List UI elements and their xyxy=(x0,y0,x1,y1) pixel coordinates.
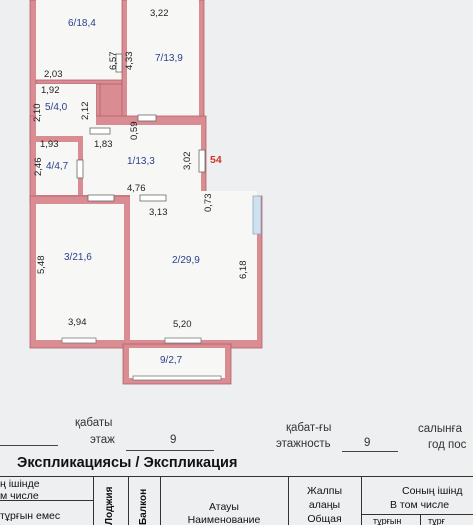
table-col-sep-1 xyxy=(93,476,94,525)
room-5-partition xyxy=(35,79,123,85)
table-col-sep-3 xyxy=(160,476,161,525)
underline-left xyxy=(0,445,58,446)
dim-193: 1,93 xyxy=(40,139,59,150)
table-sub-sep-right xyxy=(420,514,421,525)
dim-476: 4,76 xyxy=(127,183,146,194)
room-7-label: 7/13,9 xyxy=(155,53,183,64)
room-5-label: 5/4,0 xyxy=(45,102,68,113)
floors-label-ru: этажность xyxy=(276,438,331,450)
room-3-floor xyxy=(36,204,124,340)
dim-246: 2,46 xyxy=(33,157,44,177)
col-name-header-kz: Атауы xyxy=(209,501,239,513)
door-room-2 xyxy=(139,194,167,202)
floor-plan-drawing xyxy=(29,0,263,385)
dim-433: 4,33 xyxy=(124,51,135,71)
col-area-header-kz1: Жалпы xyxy=(306,485,342,497)
room-9-label: 9/2,7 xyxy=(160,355,183,366)
room-1-floor xyxy=(83,125,201,195)
floor-value: 9 xyxy=(170,434,177,446)
room-7-floor xyxy=(127,0,199,116)
dim-210: 2,10 xyxy=(32,103,43,123)
dim-520: 5,20 xyxy=(173,319,192,330)
built-label-kz: салынға xyxy=(418,423,463,435)
col-area-header-ru: Общая xyxy=(307,513,342,525)
door-room-4 xyxy=(76,159,84,179)
col-including-header-ru: В том числе xyxy=(390,499,450,511)
col-loggia-header: Лоджия xyxy=(104,486,115,525)
col-residential-sub1: тұрғын xyxy=(373,516,402,525)
explication-title: Экспликациясы / Экспликация xyxy=(17,455,238,471)
underline-floor xyxy=(126,450,214,451)
door-room-5 xyxy=(89,127,111,135)
window-blue-right xyxy=(252,195,262,235)
dim-073: 0,73 xyxy=(203,193,214,213)
window-room-2 xyxy=(164,337,202,344)
window-room-3 xyxy=(61,337,97,344)
table-col-sep-2 xyxy=(128,476,129,525)
dim-313: 3,13 xyxy=(149,207,168,218)
floors-value: 9 xyxy=(364,437,371,449)
dim-322: 3,22 xyxy=(150,8,169,19)
room-3-label: 3/21,6 xyxy=(64,252,92,263)
dim-203: 2,03 xyxy=(44,69,63,80)
room-6-label: 6/18,4 xyxy=(68,18,96,29)
floors-label-kz: қабат-ғы xyxy=(286,422,332,434)
dim-394: 3,94 xyxy=(68,317,87,328)
room-2-label: 2/29,9 xyxy=(172,255,200,266)
dim-657: 6,57 xyxy=(108,51,119,71)
room-5-lower-floor xyxy=(36,84,96,136)
room-2-floor xyxy=(130,191,257,340)
door-room-6 xyxy=(115,53,123,73)
floor-label-ru: этаж xyxy=(90,434,115,446)
table-sub-line-left xyxy=(0,500,93,501)
dim-059: 0,59 xyxy=(129,121,140,141)
dim-548: 5,48 xyxy=(36,255,47,275)
col-balcony-header: Балкон xyxy=(138,488,149,525)
built-label-ru: год пос xyxy=(428,439,467,451)
underline-floors xyxy=(342,451,398,452)
col-area-header-kz2: алаңы xyxy=(308,499,341,511)
door-entrance xyxy=(198,149,206,173)
room-1-label: 1/13,3 xyxy=(127,156,155,167)
dim-618: 6,18 xyxy=(238,260,249,280)
door-room-3 xyxy=(87,194,115,202)
col-residential-sub2: тұрғ xyxy=(428,516,445,525)
table-sub-line-right xyxy=(361,514,473,515)
dim-212: 2,12 xyxy=(80,101,91,121)
table-top-border xyxy=(0,476,473,477)
balcony-floor xyxy=(129,348,225,378)
window-balcony xyxy=(132,375,222,381)
col-nonresidential-header: тұрғын емес xyxy=(0,510,61,522)
col-incl-header-ru: м числе xyxy=(0,490,39,502)
room-6-floor xyxy=(36,0,122,80)
table-col-sep-5 xyxy=(361,476,362,525)
dim-183: 1,83 xyxy=(94,139,113,150)
room-4-label: 4/4,7 xyxy=(46,161,69,172)
col-including-header-kz: Соның ішінд xyxy=(402,485,463,497)
dim-302: 3,02 xyxy=(182,151,193,171)
col-incl-header-kz: ң ішінде xyxy=(0,478,40,490)
col-name-header-ru: Наименование xyxy=(187,514,261,525)
door-room-7 xyxy=(137,114,157,122)
red-marker-54: 54 xyxy=(210,154,222,166)
floor-label-kz: қабаты xyxy=(75,417,113,429)
room-4-floor xyxy=(36,142,78,195)
dim-192: 1,92 xyxy=(41,85,60,96)
table-col-sep-4 xyxy=(288,476,289,525)
